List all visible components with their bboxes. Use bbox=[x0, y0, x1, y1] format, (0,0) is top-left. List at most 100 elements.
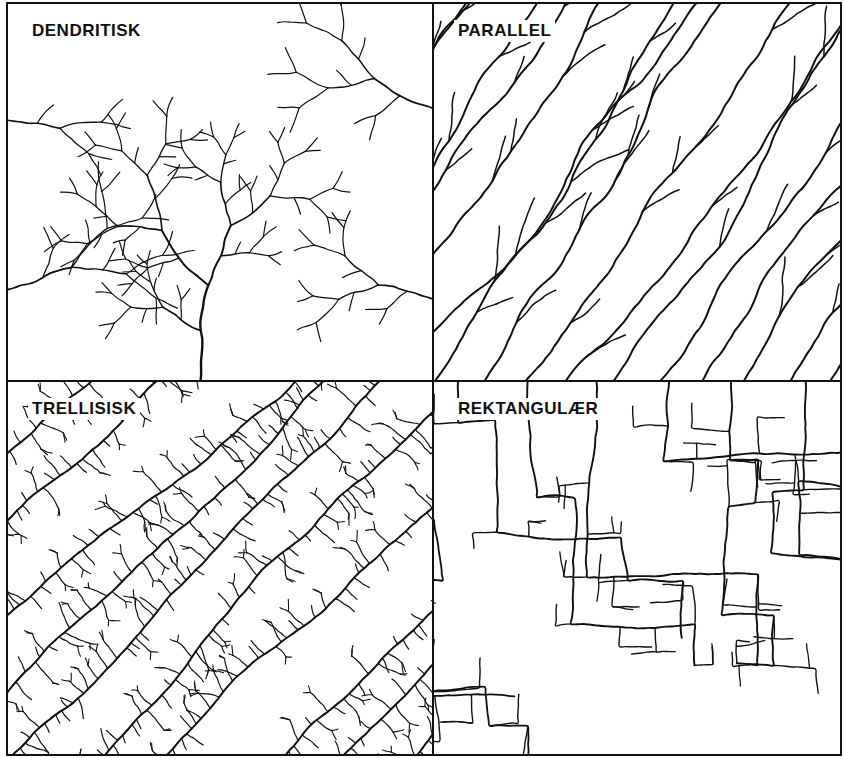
stream-line bbox=[21, 386, 432, 754]
stream-line bbox=[222, 646, 225, 653]
stream-line bbox=[294, 746, 301, 754]
stream-line bbox=[372, 695, 391, 710]
stream-line bbox=[581, 335, 625, 362]
stream-line bbox=[658, 4, 840, 380]
stream-line bbox=[691, 403, 729, 431]
stream-line bbox=[259, 436, 270, 445]
stream-line bbox=[289, 621, 298, 630]
stream-line bbox=[177, 635, 178, 642]
stream-line bbox=[60, 122, 101, 128]
stream-line bbox=[49, 550, 57, 553]
stream-line bbox=[779, 257, 785, 316]
stream-line bbox=[333, 547, 344, 548]
stream-line bbox=[251, 191, 253, 213]
stream-line bbox=[173, 493, 181, 495]
stream-line bbox=[168, 539, 178, 558]
stream-line bbox=[132, 696, 141, 714]
stream-line bbox=[147, 710, 164, 730]
stream-line bbox=[231, 409, 233, 415]
stream-line bbox=[354, 507, 355, 519]
stream-line bbox=[592, 106, 633, 129]
stream-line bbox=[153, 101, 167, 117]
stream-line bbox=[515, 56, 525, 82]
stream-line bbox=[381, 719, 393, 732]
stream-line bbox=[62, 711, 70, 721]
stream-line bbox=[148, 522, 157, 525]
stream-line bbox=[182, 464, 190, 472]
stream-line bbox=[759, 604, 782, 606]
stream-line bbox=[270, 163, 284, 196]
stream-line bbox=[499, 42, 530, 56]
rectangular-pattern bbox=[434, 382, 840, 754]
stream-line bbox=[190, 692, 199, 694]
stream-line bbox=[516, 290, 555, 322]
stream-line bbox=[187, 710, 202, 718]
stream-line bbox=[434, 4, 559, 380]
stream-line bbox=[71, 589, 77, 590]
stream-line bbox=[291, 449, 292, 459]
stream-line bbox=[89, 588, 107, 596]
stream-line bbox=[89, 529, 99, 536]
stream-line bbox=[99, 632, 103, 640]
stream-line bbox=[767, 184, 788, 230]
stream-line bbox=[419, 706, 425, 708]
stream-line bbox=[340, 547, 344, 549]
stream-line bbox=[230, 403, 233, 415]
stream-line bbox=[68, 604, 81, 619]
stream-line bbox=[166, 600, 173, 611]
stream-line bbox=[170, 557, 172, 562]
stream-line bbox=[720, 209, 729, 247]
stream-line bbox=[132, 689, 138, 691]
stream-line bbox=[61, 434, 432, 754]
stream-line bbox=[71, 667, 78, 669]
stream-line bbox=[17, 711, 23, 712]
stream-line bbox=[247, 493, 258, 504]
stream-line bbox=[306, 23, 341, 41]
stream-line bbox=[434, 520, 514, 700]
stream-line bbox=[155, 178, 171, 198]
stream-line bbox=[147, 175, 162, 230]
stream-line bbox=[341, 4, 354, 5]
stream-line bbox=[154, 278, 156, 290]
stream-line bbox=[280, 608, 288, 612]
stream-line bbox=[342, 494, 354, 507]
stream-line bbox=[125, 601, 127, 608]
stream-line bbox=[302, 735, 318, 748]
stream-line bbox=[516, 198, 535, 254]
stream-line bbox=[303, 436, 314, 452]
stream-line bbox=[167, 97, 173, 116]
stream-line bbox=[414, 630, 423, 639]
stream-line bbox=[405, 514, 416, 522]
stream-line bbox=[143, 522, 145, 532]
stream-line bbox=[564, 485, 565, 508]
stream-line bbox=[275, 401, 282, 421]
stream-line bbox=[31, 596, 42, 608]
stream-line bbox=[140, 487, 432, 754]
stream-line bbox=[796, 460, 816, 482]
stream-line bbox=[136, 719, 140, 728]
stream-line bbox=[397, 419, 420, 425]
stream-line bbox=[183, 548, 191, 550]
stream-line bbox=[401, 673, 407, 674]
stream-line bbox=[126, 274, 156, 298]
stream-line bbox=[200, 285, 208, 380]
stream-line bbox=[8, 746, 10, 754]
stream-line bbox=[365, 477, 374, 488]
stream-line bbox=[177, 642, 192, 657]
stream-line bbox=[53, 683, 59, 685]
stream-line bbox=[415, 463, 418, 470]
stream-line bbox=[383, 750, 392, 752]
stream-line bbox=[527, 382, 695, 665]
stream-line bbox=[165, 567, 170, 569]
stream-line bbox=[31, 433, 41, 449]
stream-line bbox=[231, 196, 271, 226]
stream-line bbox=[393, 730, 404, 733]
stream-line bbox=[132, 725, 140, 736]
stream-line bbox=[379, 423, 383, 424]
stream-line bbox=[214, 137, 226, 155]
stream-line bbox=[315, 525, 335, 542]
stream-line bbox=[119, 242, 125, 259]
stream-line bbox=[278, 106, 299, 108]
stream-line bbox=[700, 4, 840, 380]
stream-line bbox=[406, 484, 415, 489]
